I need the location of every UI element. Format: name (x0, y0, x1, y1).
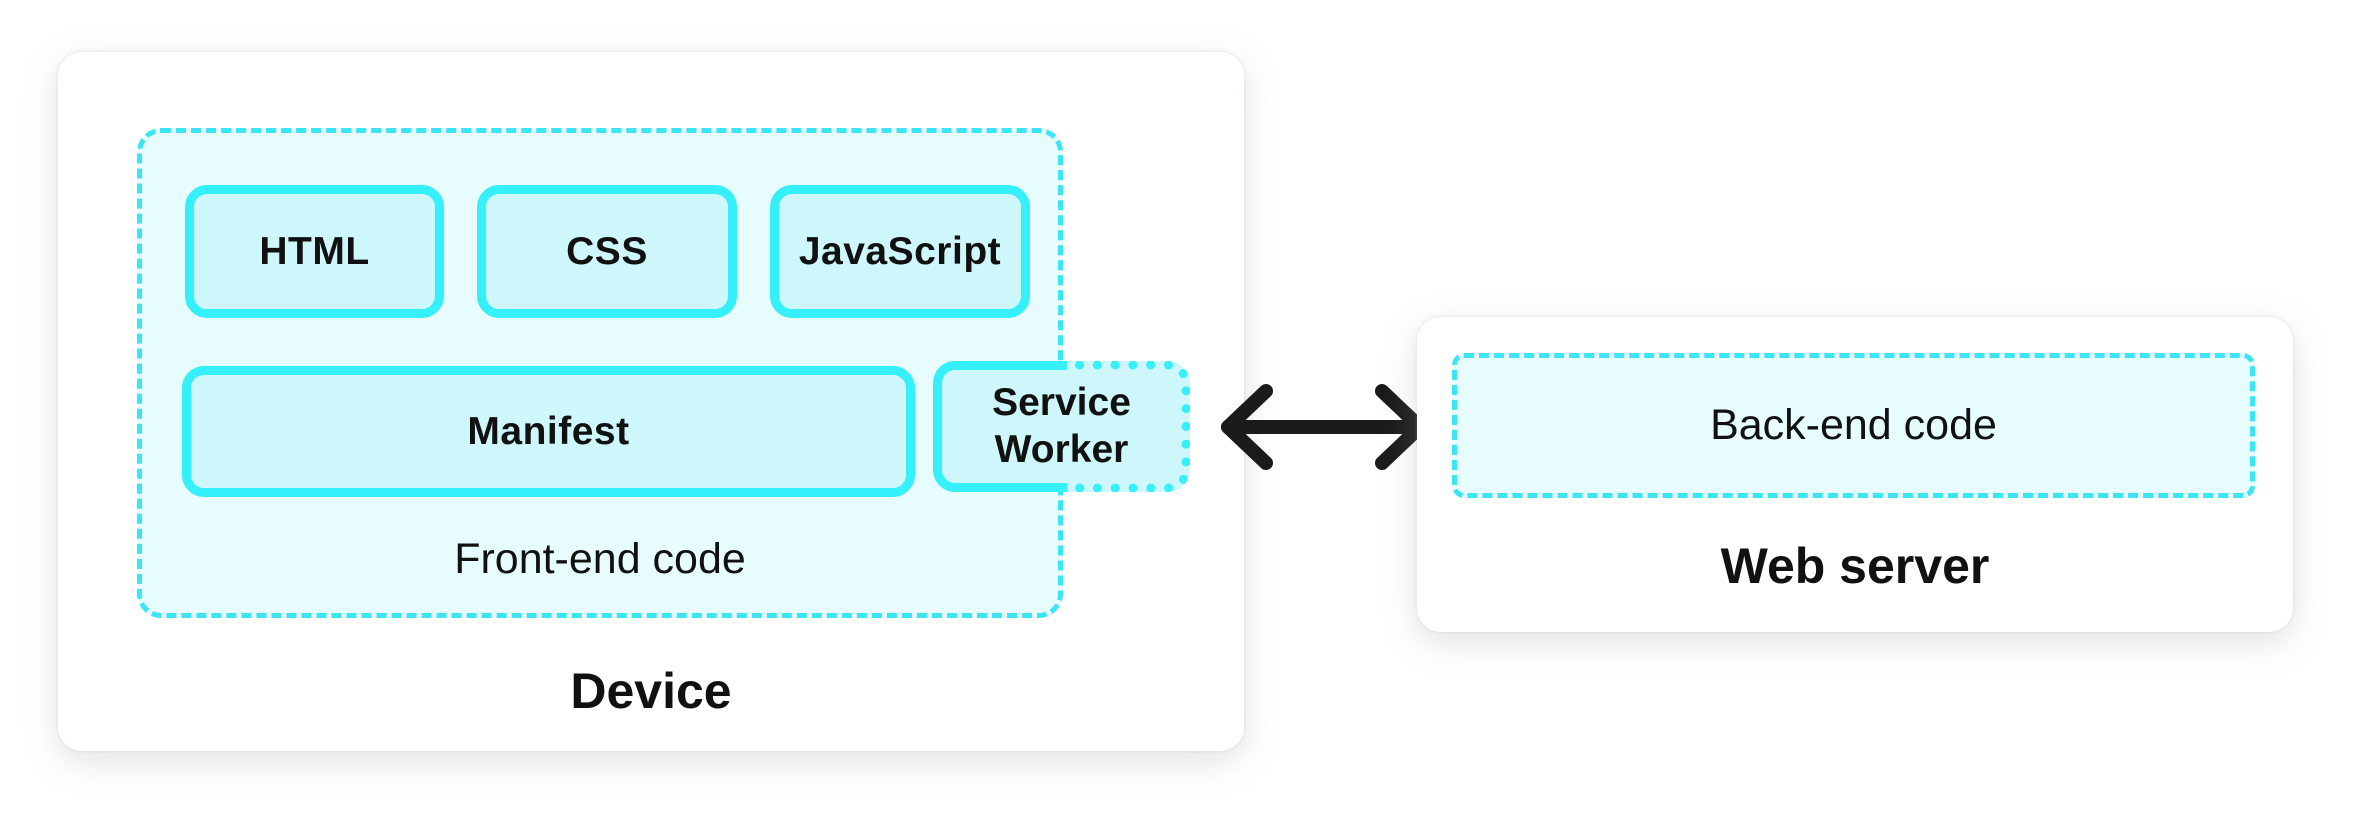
device-panel: HTML CSS JavaScript Manifest Front-end c… (58, 52, 1244, 751)
bidirectional-arrow-icon (1221, 384, 1427, 470)
frontend-code-group: HTML CSS JavaScript Manifest Front-end c… (137, 128, 1063, 618)
service-worker-label: Service Worker (992, 381, 1131, 471)
web-server-caption: Web server (1720, 538, 1990, 594)
frontend-code-caption: Front-end code (454, 535, 746, 583)
html-box: HTML (185, 185, 444, 318)
manifest-box-label: Manifest (467, 409, 630, 453)
backend-code-label: Back-end code (1710, 401, 1997, 449)
manifest-box: Manifest (182, 366, 915, 497)
web-server-panel: Back-end code Web server (1417, 317, 2293, 632)
css-box-label: CSS (566, 229, 648, 273)
service-worker-solid-border (933, 361, 1067, 492)
device-caption: Device (570, 663, 732, 719)
backend-code-box: Back-end code (1452, 353, 2255, 498)
css-box: CSS (477, 185, 737, 318)
service-worker-box: Service Worker (933, 361, 1190, 492)
javascript-box: JavaScript (770, 185, 1030, 318)
javascript-box-label: JavaScript (798, 229, 1002, 273)
html-box-label: HTML (259, 229, 370, 273)
